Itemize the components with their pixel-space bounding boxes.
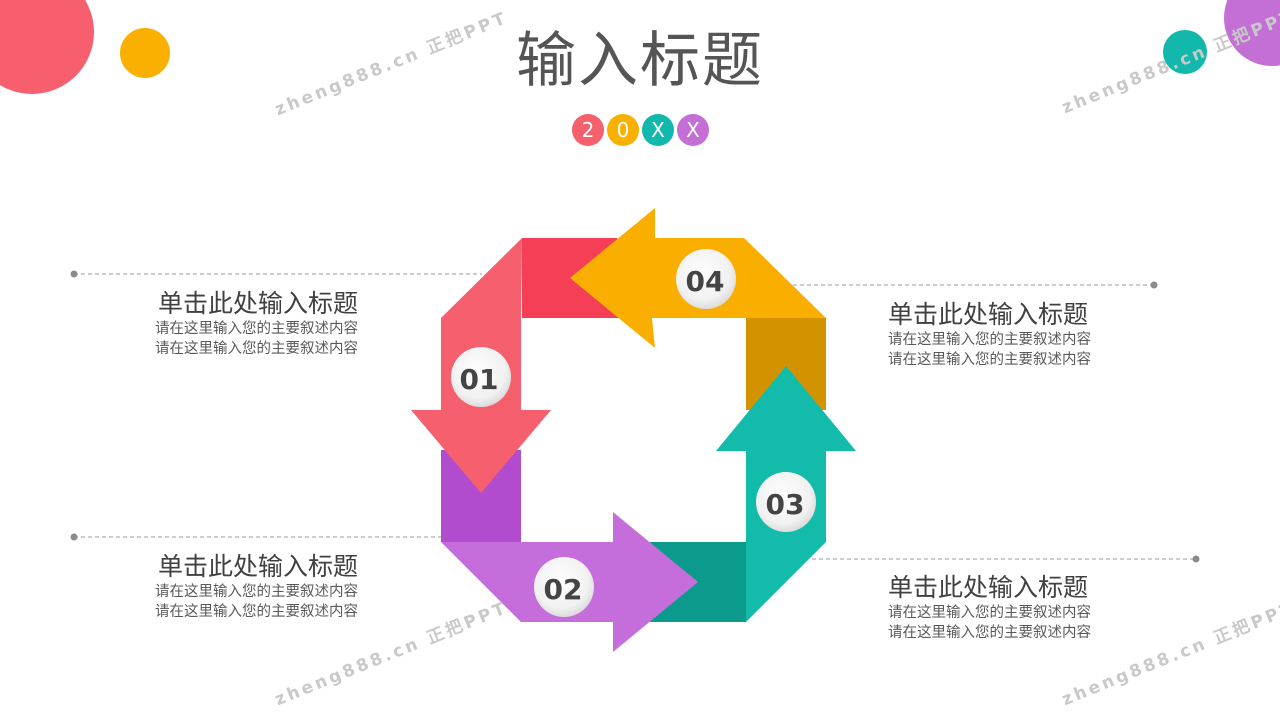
- step-number: 02: [544, 573, 583, 606]
- connector-dot: [70, 533, 78, 541]
- block-heading[interactable]: 单击此处输入标题: [157, 552, 358, 581]
- block-text[interactable]: 请在这里输入您的主要叙述内容: [155, 321, 358, 337]
- page-title: 输入标题: [516, 26, 764, 96]
- step-number: 03: [766, 488, 805, 521]
- step-disc-02: 02: [534, 557, 594, 617]
- text-block-top-left: 单击此处输入标题 请在这里输入您的主要叙述内容 请在这里输入您的主要叙述内容: [128, 289, 358, 359]
- connector-dot: [70, 270, 78, 278]
- text-block-top-right: 单击此处输入标题 请在这里输入您的主要叙述内容 请在这里输入您的主要叙述内容: [888, 300, 1118, 370]
- block-text[interactable]: 请在这里输入您的主要叙述内容: [888, 605, 1091, 621]
- step-disc-04: 04: [676, 249, 736, 309]
- year-badge: X: [677, 114, 709, 146]
- step-disc-03: 03: [756, 472, 816, 532]
- block-text[interactable]: 请在这里输入您的主要叙述内容: [155, 341, 358, 357]
- block-text[interactable]: 请在这里输入您的主要叙述内容: [155, 584, 358, 600]
- text-block-bottom-right: 单击此处输入标题 请在这里输入您的主要叙述内容 请在这里输入您的主要叙述内容: [888, 573, 1118, 643]
- decor-circle-yellow: [120, 28, 170, 78]
- step-number: 01: [460, 363, 499, 396]
- corner-shade-purple: [441, 450, 521, 542]
- block-text[interactable]: 请在这里输入您的主要叙述内容: [888, 625, 1091, 641]
- block-text[interactable]: 请在这里输入您的主要叙述内容: [155, 604, 358, 620]
- block-text[interactable]: 请在这里输入您的主要叙述内容: [888, 332, 1091, 348]
- step-number: 04: [686, 265, 725, 298]
- corner-shade-yellow: [746, 318, 826, 410]
- year-badge: 2: [572, 114, 604, 146]
- year-badges: 2 0 X X: [572, 114, 709, 146]
- text-block-bottom-left: 单击此处输入标题 请在这里输入您的主要叙述内容 请在这里输入您的主要叙述内容: [128, 552, 358, 622]
- block-heading[interactable]: 单击此处输入标题: [888, 300, 1089, 329]
- block-heading[interactable]: 单击此处输入标题: [888, 573, 1089, 602]
- block-text[interactable]: 请在这里输入您的主要叙述内容: [888, 352, 1091, 368]
- year-badge: 0: [607, 114, 639, 146]
- decor-circle-teal: [1163, 30, 1207, 74]
- year-badge: X: [642, 114, 674, 146]
- connector-dot: [1150, 281, 1158, 289]
- step-disc-01: 01: [451, 347, 511, 407]
- block-heading[interactable]: 单击此处输入标题: [157, 289, 358, 318]
- connector-dot: [1192, 555, 1200, 563]
